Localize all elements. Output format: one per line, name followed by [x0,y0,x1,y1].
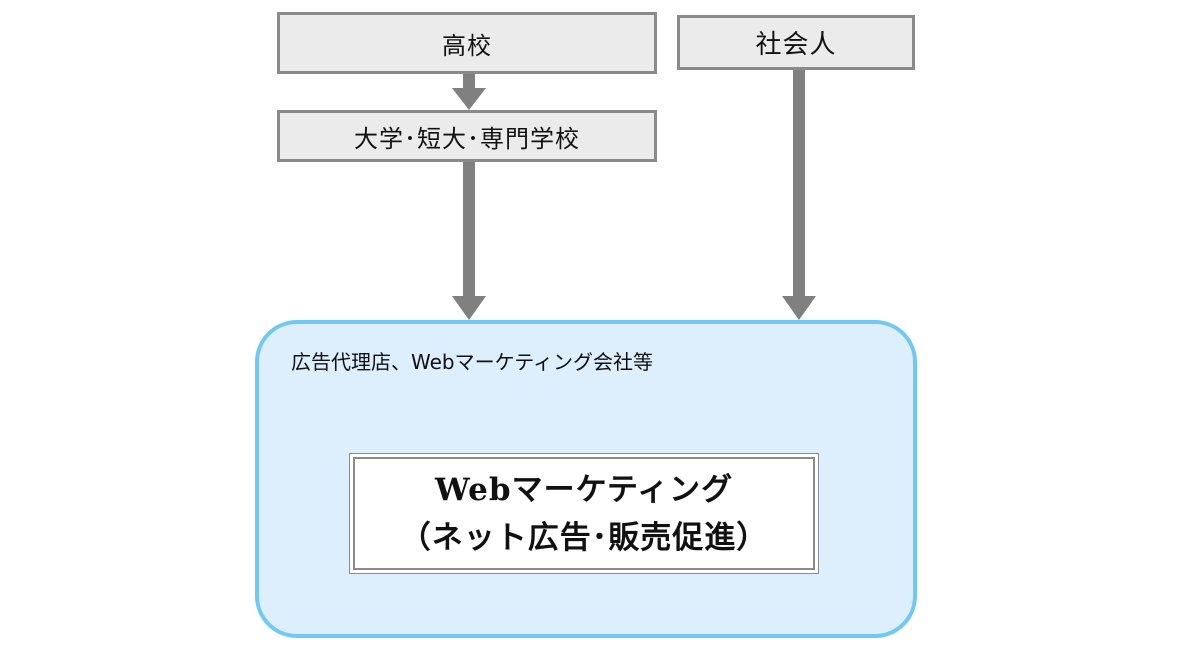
job-title-line2: （ネット広告･販売促進） [399,519,769,556]
box-working-adult: 社会人 [677,15,915,70]
job-box: Webマーケティング （ネット広告･販売促進） [349,453,819,574]
box-high-school: 高校 [277,12,657,74]
arrow-working-adult-to-company-head [782,296,816,320]
job-box-inner: Webマーケティング （ネット広告･販売促進） [353,457,815,570]
box-university: 大学･短大･専門学校 [277,110,657,162]
job-title-line1: Webマーケティング [434,471,734,508]
box-working-adult-label: 社会人 [755,30,837,60]
company-label: 広告代理店、Webマーケティング会社等 [291,350,654,374]
arrow-working-adult-to-company-shaft [793,70,805,298]
arrow-high-school-to-university-shaft [463,74,475,88]
box-university-label: 大学･短大･専門学校 [354,124,580,153]
arrow-high-school-to-university-head [452,88,486,110]
arrow-university-to-company-head [452,296,486,320]
arrow-university-to-company-shaft [463,162,475,298]
box-high-school-label: 高校 [442,31,492,60]
